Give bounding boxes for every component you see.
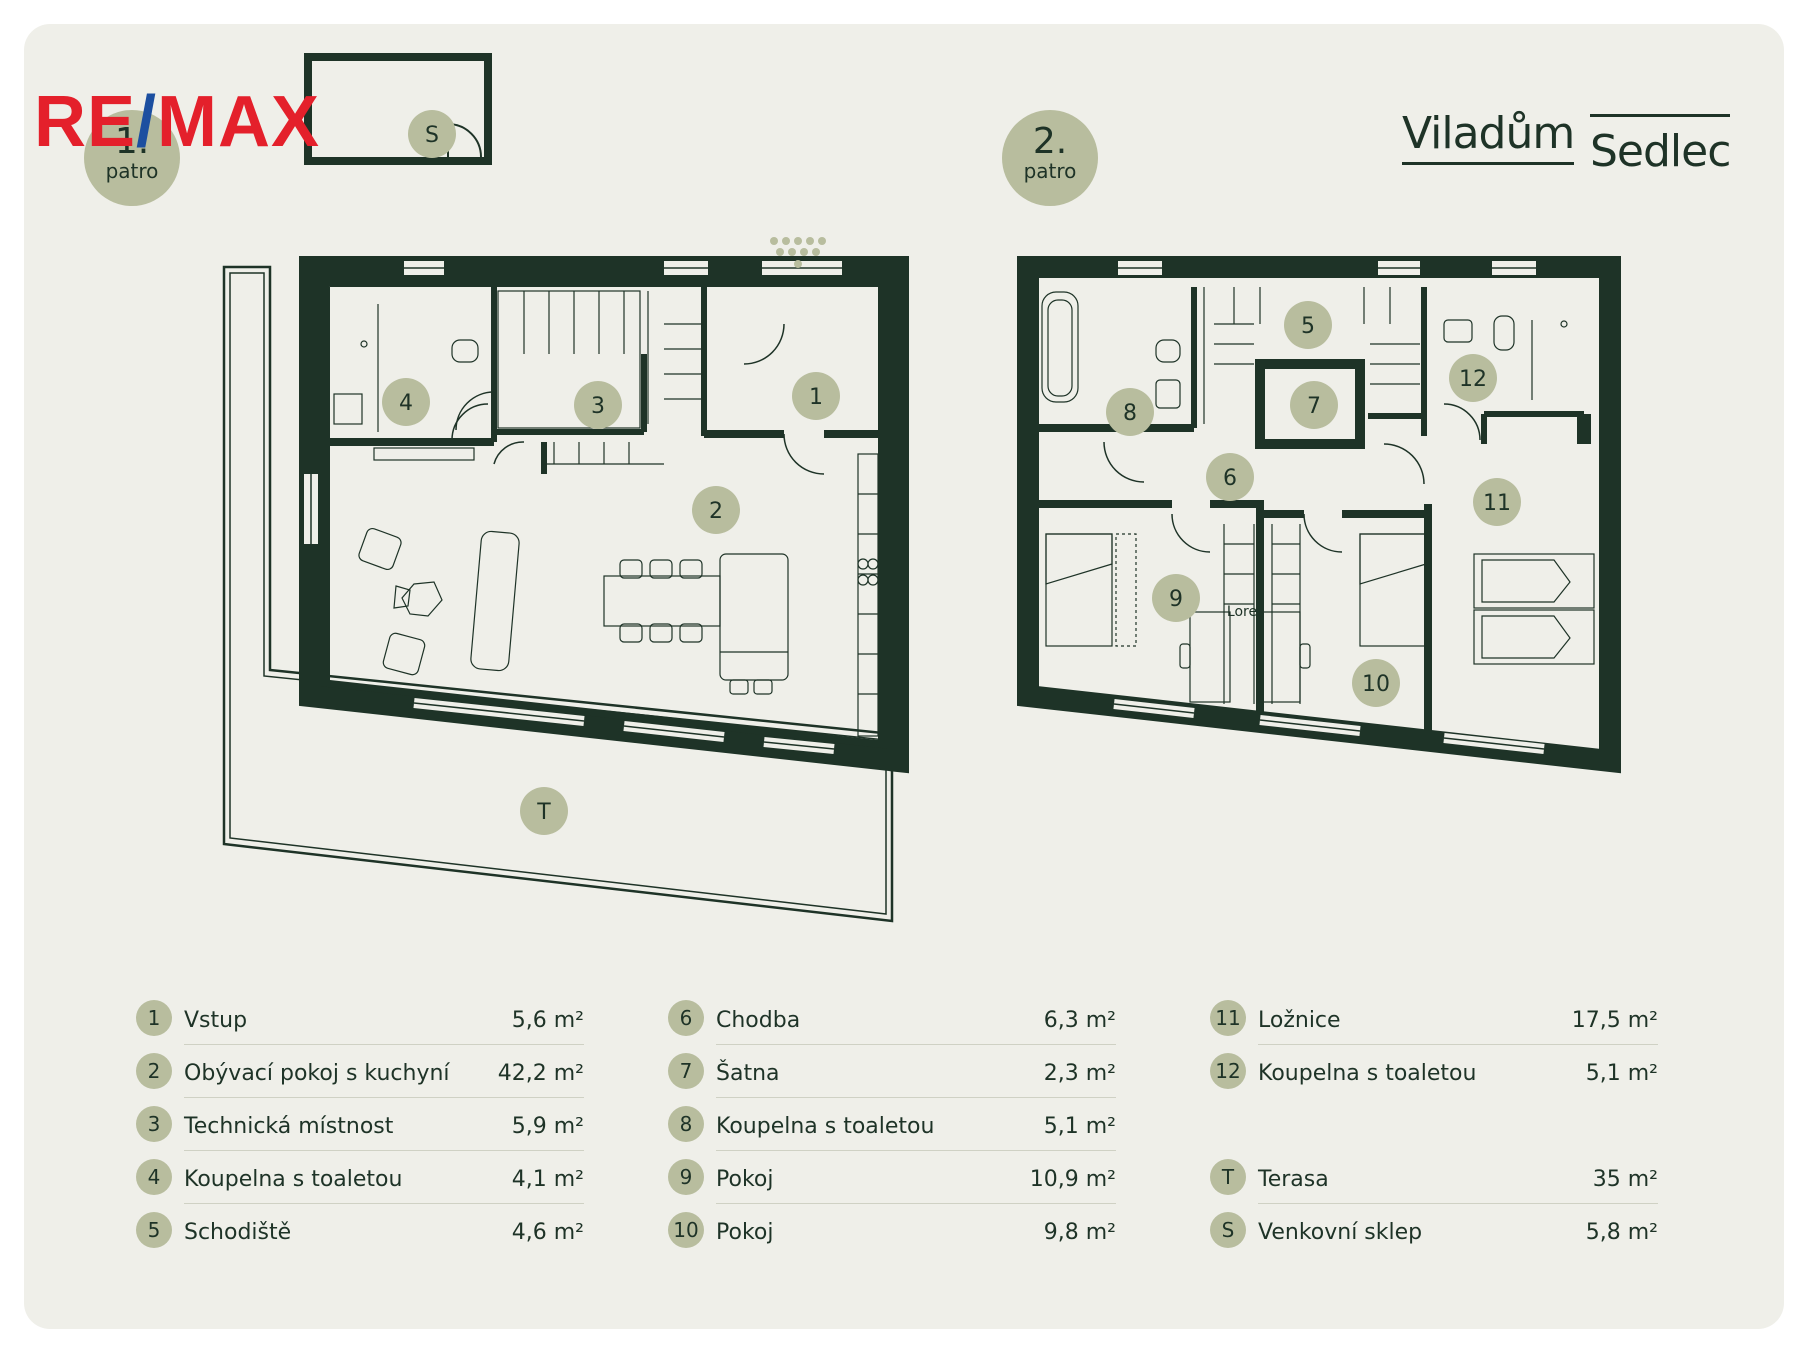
legend-marker: 7 bbox=[668, 1053, 704, 1089]
list-item: 3 Technická místnost 5,9 m² bbox=[136, 1106, 584, 1151]
legend-marker: 1 bbox=[136, 1000, 172, 1036]
legend-name: Koupelna s toaletou bbox=[184, 1167, 403, 1192]
legend-name: Šatna bbox=[716, 1061, 780, 1086]
list-item: 11 Ložnice 17,5 m² bbox=[1210, 1000, 1658, 1045]
legend-name: Pokoj bbox=[716, 1220, 774, 1245]
legend-marker: T bbox=[1210, 1159, 1246, 1195]
legend-marker: 6 bbox=[668, 1000, 704, 1036]
room-label-9: 9 bbox=[1169, 587, 1183, 612]
floor-plan-drawing: 4 3 1 2 T S 5 8 7 6 9 10 11 12 Lore bbox=[222, 53, 1621, 923]
legend-area: 17,5 m² bbox=[1571, 1008, 1658, 1033]
legend-divider bbox=[716, 1203, 1116, 1204]
legend-name: Koupelna s toaletou bbox=[716, 1114, 935, 1139]
floor1-walls bbox=[299, 256, 909, 774]
floorplan-card: 4 3 1 2 T S 5 8 7 6 9 10 11 12 Lore 1. p… bbox=[24, 24, 1784, 1329]
legend-marker: 8 bbox=[668, 1106, 704, 1142]
entry-indicator bbox=[770, 237, 826, 268]
legend-area: 35 m² bbox=[1592, 1167, 1658, 1192]
legend-area: 2,3 m² bbox=[1043, 1061, 1116, 1086]
room-label-10: 10 bbox=[1362, 672, 1390, 697]
legend-marker: 5 bbox=[136, 1212, 172, 1248]
legend-marker: 11 bbox=[1210, 1000, 1246, 1036]
legend-area: 4,1 m² bbox=[511, 1167, 584, 1192]
legend-name: Vstup bbox=[184, 1008, 248, 1033]
list-item: 12 Koupelna s toaletou 5,1 m² bbox=[1210, 1053, 1658, 1093]
legend-name: Pokoj bbox=[716, 1167, 774, 1192]
room-label-terrace: T bbox=[536, 800, 551, 825]
list-item: 6 Chodba 6,3 m² bbox=[668, 1000, 1116, 1045]
legend-area: 5,6 m² bbox=[511, 1008, 584, 1033]
room-label-1: 1 bbox=[809, 385, 823, 410]
legend-marker: 2 bbox=[136, 1053, 172, 1089]
list-item: 4 Koupelna s toaletou 4,1 m² bbox=[136, 1159, 584, 1204]
legend-area: 5,1 m² bbox=[1043, 1114, 1116, 1139]
legend-name: Obývací pokoj s kuchyní bbox=[184, 1061, 450, 1086]
brand-underline bbox=[1402, 162, 1574, 165]
brand-overline bbox=[1590, 114, 1730, 117]
list-item: 2 Obývací pokoj s kuchyní 42,2 m² bbox=[136, 1053, 584, 1098]
room-label-8: 8 bbox=[1123, 401, 1137, 426]
legend-divider bbox=[184, 1203, 584, 1204]
legend-name: Schodiště bbox=[184, 1220, 292, 1245]
legend-area: 42,2 m² bbox=[497, 1061, 584, 1086]
legend-divider bbox=[184, 1044, 584, 1045]
room-label-2: 2 bbox=[709, 499, 723, 524]
legend-name: Ložnice bbox=[1258, 1008, 1341, 1033]
legend-area: 5,9 m² bbox=[511, 1114, 584, 1139]
brand-line1: Viladům bbox=[1402, 108, 1575, 159]
cellar-plan bbox=[304, 53, 492, 165]
room-label-7: 7 bbox=[1307, 394, 1321, 419]
room-label-12: 12 bbox=[1459, 367, 1487, 392]
legend-area: 6,3 m² bbox=[1043, 1008, 1116, 1033]
legend-name: Technická místnost bbox=[184, 1114, 394, 1139]
legend-divider bbox=[716, 1097, 1116, 1098]
list-item: 10 Pokoj 9,8 m² bbox=[668, 1212, 1116, 1252]
legend-area: 5,1 m² bbox=[1585, 1061, 1658, 1086]
legend-area: 10,9 m² bbox=[1029, 1167, 1116, 1192]
room-label-11: 11 bbox=[1483, 491, 1511, 516]
list-item: 5 Schodiště 4,6 m² bbox=[136, 1212, 584, 1252]
legend-divider bbox=[1258, 1044, 1658, 1045]
legend-divider bbox=[184, 1150, 584, 1151]
legend-marker: 12 bbox=[1210, 1053, 1246, 1089]
list-item: 9 Pokoj 10,9 m² bbox=[668, 1159, 1116, 1204]
list-item: 8 Koupelna s toaletou 5,1 m² bbox=[668, 1106, 1116, 1151]
legend-marker: 4 bbox=[136, 1159, 172, 1195]
legend-divider bbox=[184, 1097, 584, 1098]
remax-logo: RE/MAX bbox=[34, 82, 321, 162]
floor-badge-2: 2. patro bbox=[1002, 110, 1098, 206]
list-item: 1 Vstup 5,6 m² bbox=[136, 1000, 584, 1045]
legend-marker: 10 bbox=[668, 1212, 704, 1248]
legend-name: Koupelna s toaletou bbox=[1258, 1061, 1477, 1086]
floor-number: 1. bbox=[114, 121, 150, 162]
room-label-5: 5 bbox=[1301, 314, 1315, 339]
legend-marker: 3 bbox=[136, 1106, 172, 1142]
room-markers bbox=[382, 110, 1521, 835]
legend-divider bbox=[1258, 1203, 1658, 1204]
legend-area: 4,6 m² bbox=[511, 1220, 584, 1245]
floor-label: patro bbox=[105, 159, 159, 183]
legend-name: Chodba bbox=[716, 1008, 801, 1033]
legend-marker: S bbox=[1210, 1212, 1246, 1248]
room-label-cellar: S bbox=[425, 123, 439, 148]
room-label-4: 4 bbox=[399, 391, 413, 416]
floor-label: patro bbox=[1023, 159, 1077, 183]
legend-marker: 9 bbox=[668, 1159, 704, 1195]
room-label-3: 3 bbox=[591, 394, 605, 419]
legend-area: 9,8 m² bbox=[1043, 1220, 1116, 1245]
list-item: 7 Šatna 2,3 m² bbox=[668, 1053, 1116, 1098]
list-item: T Terasa 35 m² bbox=[1210, 1159, 1658, 1204]
legend-divider bbox=[716, 1150, 1116, 1151]
floor2-walls bbox=[1017, 256, 1621, 774]
list-item: S Venkovní sklep 5,8 m² bbox=[1210, 1212, 1658, 1252]
legend-divider bbox=[716, 1044, 1116, 1045]
room-label-6: 6 bbox=[1223, 466, 1237, 491]
floor-number: 2. bbox=[1032, 121, 1068, 162]
brand-line2: Sedlec bbox=[1590, 126, 1731, 177]
floor-badge-1: 1. patro bbox=[84, 110, 180, 206]
legend-name: Terasa bbox=[1258, 1167, 1329, 1192]
legend-area: 5,8 m² bbox=[1585, 1220, 1658, 1245]
room-note-lore: Lore bbox=[1227, 604, 1257, 620]
legend-name: Venkovní sklep bbox=[1258, 1220, 1423, 1245]
